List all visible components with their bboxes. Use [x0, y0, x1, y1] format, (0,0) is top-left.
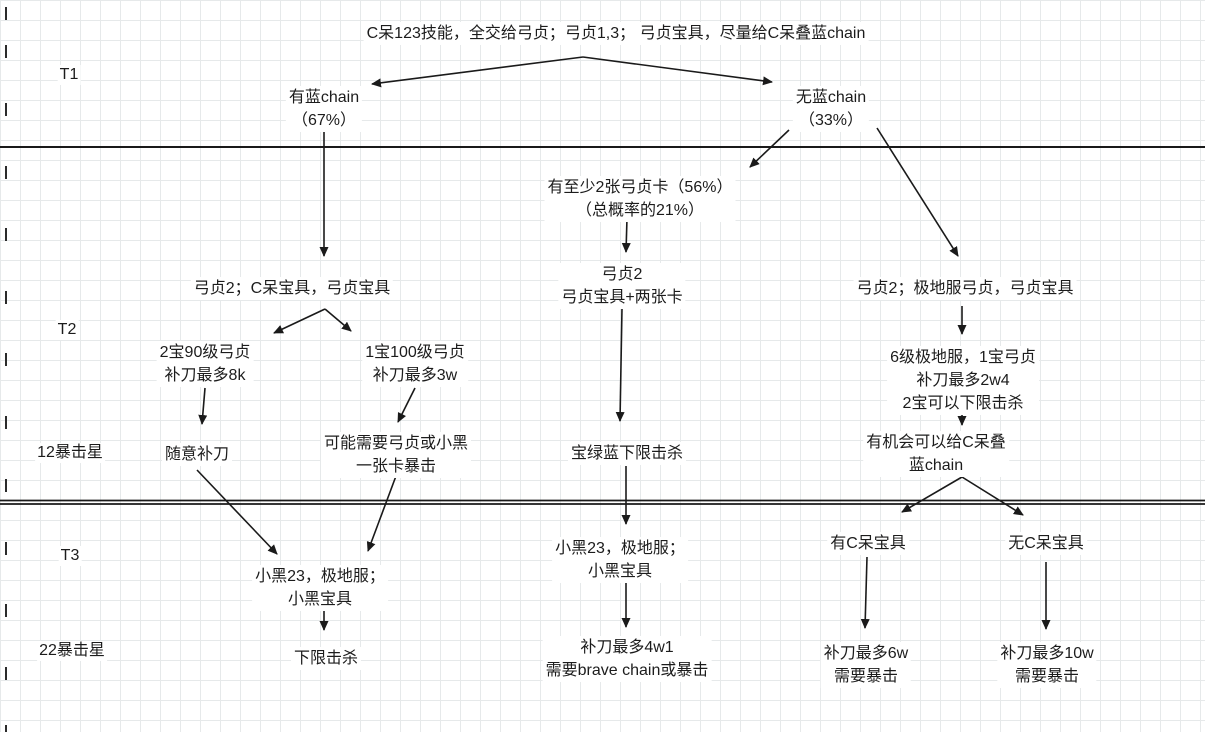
node-free-lasthit: 随意补刀: [161, 443, 233, 466]
node-text-line: 弓贞宝具+两张卡: [561, 289, 683, 306]
node-chance-stack-blue-chain: 有机会可以给C呆叠蓝chain: [863, 431, 1009, 477]
node-text-line: 小黑宝具: [287, 591, 352, 608]
node-t3-mid-plan: 小黑23，极地服； 小黑宝具: [552, 537, 688, 583]
connector-arrow: [615, 307, 625, 422]
node-no-blue-chain: 无蓝chain （33%）: [792, 86, 870, 132]
node-t2-left-plan: 弓贞2；C呆宝具，弓贞宝具: [190, 277, 394, 300]
left-edge-tick: [5, 604, 7, 617]
node-text-line: （总概率的21%）: [575, 202, 705, 219]
node-text-line: 2宝可以下限击杀: [902, 395, 1024, 412]
node-text-line: 无蓝chain: [795, 89, 867, 106]
node-text-line: 补刀最多6w: [823, 645, 909, 662]
node-text-line: 6级极地服，1宝弓贞: [890, 349, 1036, 366]
node-text-line: 弓贞2；C呆宝具，弓贞宝具: [193, 280, 391, 297]
connector-arrow: [860, 556, 870, 629]
node-np2-lv90-archer: 2宝90级弓贞补刀最多8k: [156, 341, 254, 387]
left-edge-tick: [5, 542, 7, 555]
node-t3-left-plan: 小黑23，极地服； 小黑宝具: [252, 565, 388, 611]
node-text-line: 1宝100级弓贞: [365, 344, 465, 361]
left-edge-tick: [5, 725, 7, 732]
node-text-line: 小黑23，极地服；: [555, 540, 685, 557]
node-text-line: 小黑宝具: [587, 563, 652, 580]
connector-arrow: [198, 387, 208, 425]
node-text-line: 需要brave chain或暴击: [545, 662, 709, 679]
connector-arrow: [324, 308, 352, 332]
node-text-line: 有C呆宝具: [830, 535, 906, 552]
node-text-line: 一张卡暴击: [355, 458, 437, 475]
node-text-line: 补刀最多3w: [372, 367, 458, 384]
node-text-line: 补刀最多2w4: [916, 372, 1010, 389]
node-text-line: 补刀最多4w1: [580, 639, 674, 656]
connector-arrow: [366, 475, 397, 552]
left-edge-tick: [5, 291, 7, 304]
left-edge-tick: [5, 667, 7, 680]
node-text-line: 下限击杀: [293, 650, 359, 667]
node-text-line: 需要暴击: [1014, 668, 1080, 685]
node-lasthit-max-10w: 补刀最多10w 需要暴击: [997, 642, 1097, 688]
row-label-crit-stars-22: 22暴击星: [37, 641, 107, 661]
node-text-line: （33%）: [798, 112, 864, 129]
node-lv6-polar-np1: 6级极地服，1宝弓贞补刀最多2w4 2宝可以下限击杀: [887, 346, 1039, 415]
row-label-t3: T3: [58, 546, 82, 566]
node-lasthit-max-6w: 补刀最多6w 需要暴击: [820, 642, 912, 688]
left-edge-tick: [5, 7, 7, 20]
connector-arrow: [961, 476, 1024, 516]
node-no-cdai-np: 无C呆宝具: [1005, 532, 1087, 555]
left-edge-tick: [5, 416, 7, 429]
node-text-line: 2宝90级弓贞: [159, 344, 251, 361]
node-has-cdai-np: 有C呆宝具: [827, 532, 909, 555]
node-lower-bound-kill: 下限击杀: [290, 647, 362, 670]
left-edge-tick: [5, 45, 7, 58]
row-label-crit-stars-12: 12暴击星: [35, 443, 105, 463]
node-text-line: C呆123技能，全交给弓贞；弓贞1,3； 弓贞宝具，尽量给C呆叠蓝chain: [366, 25, 866, 42]
node-text-line: 弓贞2: [601, 266, 643, 283]
node-text-line: 可能需要弓贞或小黑: [323, 435, 469, 452]
connector-arrow: [876, 127, 959, 257]
node-title-note: C呆123技能，全交给弓贞；弓贞1,3； 弓贞宝具，尽量给C呆叠蓝chain: [363, 22, 869, 45]
connector-arrow: [582, 56, 773, 86]
node-t2-mid-plan: 弓贞2 弓贞宝具+两张卡: [558, 263, 686, 309]
connector-arrow: [397, 387, 416, 423]
row-label-t1: T1: [57, 65, 81, 85]
node-text-line: （67%）: [291, 112, 357, 129]
node-text-line: 补刀最多8k: [164, 367, 246, 384]
node-text-line: 有机会可以给C呆叠: [866, 434, 1006, 451]
left-edge-tick: [5, 166, 7, 179]
node-text-line: 蓝chain: [908, 457, 964, 474]
node-maybe-need-crit: 可能需要弓贞或小黑一张卡暴击: [320, 432, 472, 478]
connector-arrow: [196, 469, 278, 555]
node-text-line: 弓贞2；极地服弓贞，弓贞宝具: [856, 280, 1074, 297]
node-text-line: 宝绿蓝下限击杀: [570, 445, 684, 462]
node-at-least-2-archer-cards: 有至少2张弓贞卡（56%） （总概率的21%）: [544, 176, 736, 222]
node-text-line: 无C呆宝具: [1008, 535, 1084, 552]
connector-arrow: [371, 56, 584, 88]
connector-arrow: [621, 217, 631, 253]
node-text-line: 补刀最多10w: [1000, 645, 1094, 662]
node-text-line: 有至少2张弓贞卡（56%）: [547, 179, 733, 196]
node-t2-right-plan: 弓贞2；极地服弓贞，弓贞宝具: [853, 277, 1077, 300]
node-has-blue-chain: 有蓝chain （67%）: [285, 86, 363, 132]
connector-arrow: [273, 308, 326, 334]
node-text-line: 小黑23，极地服；: [255, 568, 385, 585]
left-edge-tick: [5, 353, 7, 366]
left-edge-tick: [5, 228, 7, 241]
connector-arrow: [901, 476, 963, 513]
node-text-line: 需要暴击: [833, 668, 898, 685]
arrow-group: [196, 56, 1051, 631]
node-np1-lv100-archer: 1宝100级弓贞补刀最多3w: [362, 341, 468, 387]
connector-arrow: [749, 129, 790, 168]
row-label-t2: T2: [55, 320, 79, 340]
left-edge-tick: [5, 479, 7, 492]
node-text-line: 随意补刀: [164, 446, 230, 463]
left-edge-tick: [5, 103, 7, 116]
node-np-green-blue-kill: 宝绿蓝下限击杀: [567, 442, 687, 465]
node-lasthit-max-4w1: 补刀最多4w1 需要brave chain或暴击: [542, 636, 712, 682]
node-text-line: 有蓝chain: [288, 89, 360, 106]
